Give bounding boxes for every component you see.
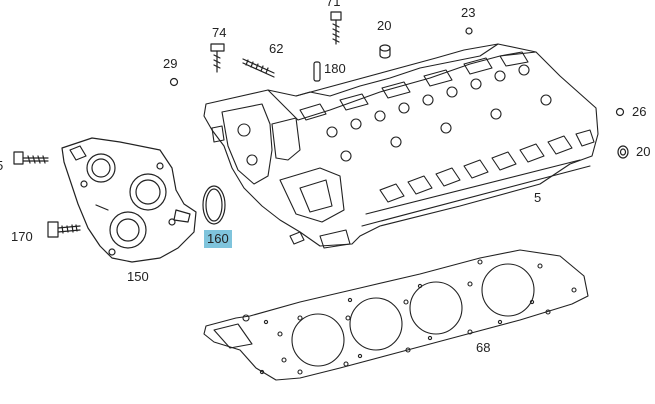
callout-62: 62	[269, 41, 284, 56]
callout-26: 26	[632, 104, 647, 119]
callout-160-highlighted: 160	[204, 230, 232, 248]
bolt-5-left-icon	[13, 151, 49, 165]
callout-150: 150	[127, 269, 149, 284]
ring-29-icon	[169, 77, 179, 87]
callout-71: 71	[326, 0, 341, 9]
callout-170: 170	[11, 229, 33, 244]
callout-5-head: 5	[534, 190, 542, 205]
callout-74: 74	[212, 25, 227, 40]
callout-68: 68	[476, 340, 491, 355]
bolt-170-icon	[47, 221, 81, 238]
sleeve-20-right-icon	[617, 145, 629, 159]
cylinder-head-5-icon	[203, 43, 599, 249]
callout-20-top: 20	[377, 18, 392, 33]
bolt-74-icon	[210, 43, 225, 73]
callout-29: 29	[163, 56, 178, 71]
stud-62-icon	[242, 58, 275, 78]
ring-26-icon	[615, 107, 625, 117]
front-cover-150-icon	[61, 137, 197, 263]
callout-20-right: 20	[636, 144, 651, 159]
callout-5-left: 5	[0, 158, 3, 174]
bolt-71-icon	[330, 11, 342, 45]
dowel-180-icon	[313, 61, 321, 82]
head-gasket-68-icon	[203, 249, 589, 381]
ring-23-icon	[465, 27, 473, 35]
sleeve-20-top-icon	[379, 44, 391, 59]
callout-23: 23	[461, 5, 476, 20]
callout-180: 180	[324, 61, 346, 76]
oring-160-icon	[202, 185, 226, 225]
